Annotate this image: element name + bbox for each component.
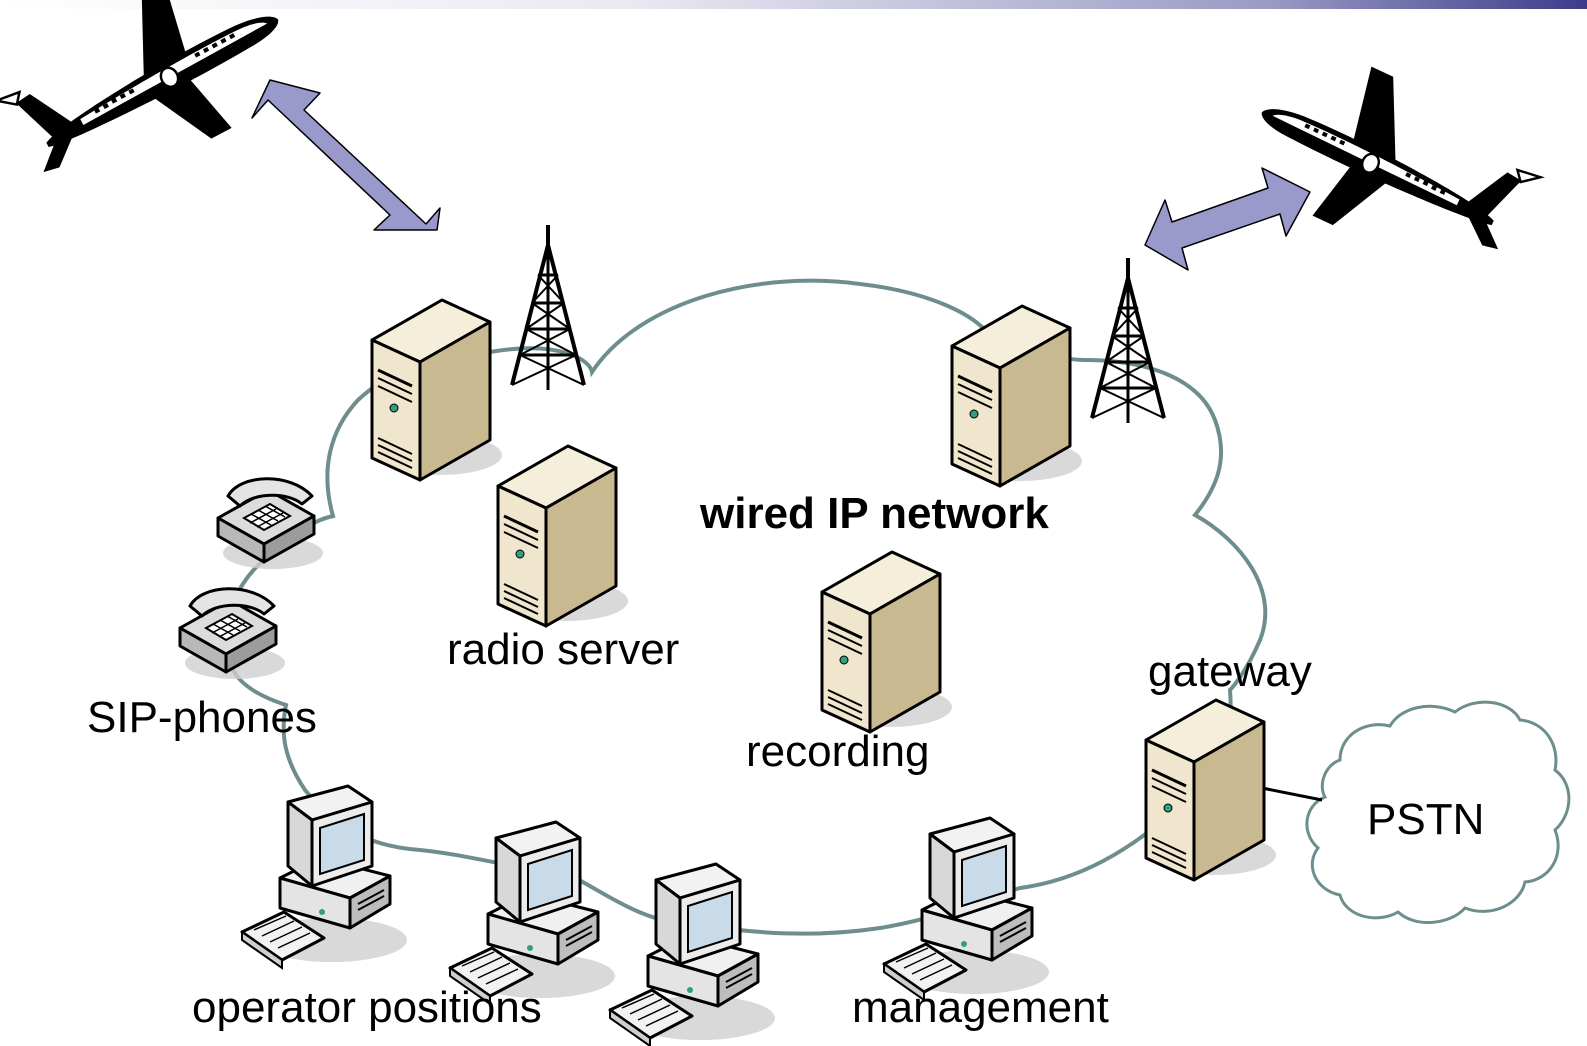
sip-phone-2-icon	[178, 587, 287, 681]
radio-base-server-left-icon	[370, 298, 504, 482]
airplane-left-icon	[0, 0, 314, 221]
recording-server-icon	[820, 550, 954, 734]
radio-tower-left-icon	[510, 223, 586, 392]
operator-positions-label: operator positions	[192, 983, 542, 1032]
management-pc-icon	[882, 816, 1051, 1002]
sip-phones-label: SIP-phones	[87, 693, 317, 742]
operator-pc-3-icon	[608, 862, 777, 1046]
slide-title-bar	[0, 0, 1587, 9]
gateway-label: gateway	[1148, 647, 1312, 696]
operator-pc-1-icon	[240, 784, 409, 970]
gateway-pstn-link	[1261, 786, 1323, 802]
radio-tower-right-icon	[1090, 256, 1166, 425]
radio-server-label: radio server	[447, 625, 680, 674]
pstn-label: PSTN	[1367, 795, 1485, 844]
recording-label: recording	[746, 727, 930, 776]
network-label: wired IP network	[700, 489, 1049, 538]
management-label: management	[852, 983, 1109, 1032]
sip-phone-1-icon	[216, 477, 325, 571]
gateway-server-icon	[1144, 698, 1278, 882]
radio-base-server-right-icon	[950, 304, 1084, 488]
airplane-right-icon	[1230, 31, 1554, 298]
right-radio-link-arrow	[1144, 167, 1311, 271]
pstn-cloud	[1305, 700, 1571, 924]
left-radio-link-arrow	[251, 79, 441, 231]
radio-server-icon	[496, 444, 630, 628]
operator-pc-2-icon	[448, 820, 617, 1006]
